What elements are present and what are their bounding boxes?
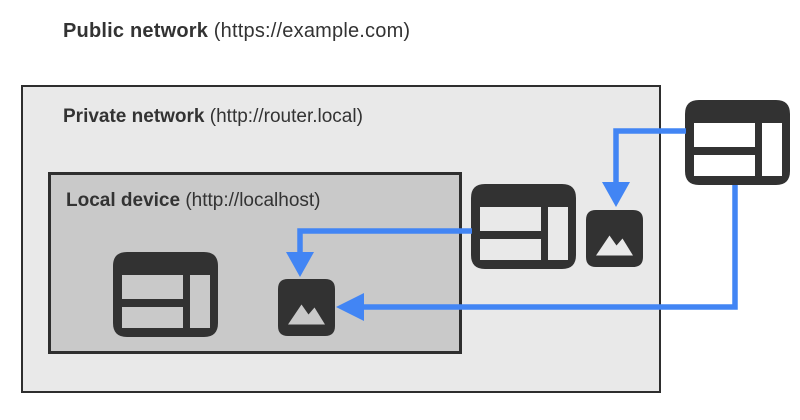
local-device-name: Local device: [66, 190, 181, 211]
browser-window-icon: [471, 184, 576, 269]
private-network-url: (http://router.local): [204, 106, 363, 127]
public-network-url: (https://example.com): [208, 20, 411, 42]
image-resource-icon: [278, 279, 335, 336]
public-network-name: Public network: [63, 20, 209, 42]
local-device-url: (http://localhost): [180, 190, 321, 211]
private-network-name: Private network: [63, 106, 205, 127]
image-resource-icon: [586, 210, 643, 267]
private-network-label: Private network (http://router.local): [63, 106, 363, 128]
local-device-label: Local device (http://localhost): [66, 190, 321, 212]
local-device-box: Local device (http://localhost): [48, 172, 462, 354]
public-network-label: Public network (https://example.com): [63, 20, 410, 43]
browser-window-icon: [113, 252, 218, 337]
browser-window-icon: [685, 100, 790, 185]
